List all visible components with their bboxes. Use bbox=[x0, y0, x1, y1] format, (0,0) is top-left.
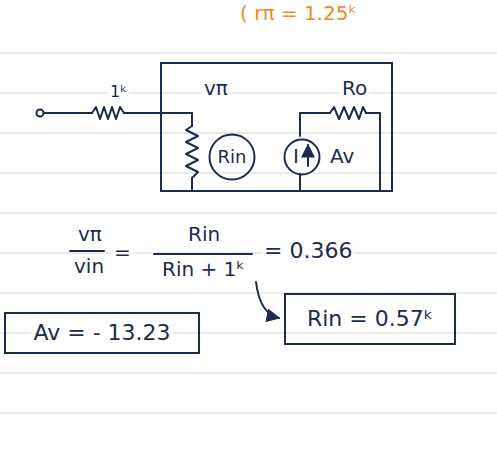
fraction-bar bbox=[70, 250, 104, 252]
rule bbox=[0, 373, 497, 374]
node-text: Av bbox=[328, 146, 356, 166]
circle-outline bbox=[285, 140, 320, 175]
current-source-circle: I bbox=[283, 138, 321, 176]
equation-marks bbox=[70, 251, 279, 318]
current-direction-arrow bbox=[307, 145, 309, 166]
input-terminal bbox=[37, 110, 44, 117]
resistor-symbol bbox=[92, 107, 124, 119]
resistor-value: 1ᵏ bbox=[108, 84, 129, 100]
node-text: Ro bbox=[340, 78, 369, 98]
ruled-lines bbox=[0, 53, 497, 413]
input-resistance-circle: Rin bbox=[208, 133, 256, 181]
rule bbox=[0, 253, 497, 254]
circle-outline bbox=[283, 138, 321, 176]
node-text: vπ bbox=[202, 78, 230, 98]
node-text: I bbox=[291, 146, 301, 166]
wire bbox=[44, 112, 92, 114]
node-text: Rin bbox=[216, 148, 249, 166]
equals-sign: = bbox=[112, 242, 133, 262]
rule bbox=[0, 93, 497, 94]
fraction-denominator: Rin + 1ᵏ bbox=[160, 259, 247, 279]
wire bbox=[366, 113, 380, 191]
rule bbox=[0, 213, 497, 214]
circuit bbox=[37, 107, 381, 191]
node-text: Rin = 0.57ᵏ bbox=[305, 308, 435, 330]
wire bbox=[191, 178, 193, 191]
rule bbox=[0, 53, 497, 54]
rule bbox=[0, 413, 497, 414]
wire bbox=[124, 112, 192, 114]
fraction-numerator: vπ bbox=[76, 224, 104, 244]
circle-outline bbox=[210, 135, 255, 180]
fraction-denominator: vin bbox=[72, 256, 106, 276]
resistor-symbol bbox=[186, 126, 198, 178]
gain-result-box: Av = - 13.23 bbox=[4, 312, 200, 354]
rule bbox=[0, 133, 497, 134]
amplifier-model-box: vπ RoAv Rin I bbox=[160, 62, 393, 192]
fraction-numerator: Rin bbox=[186, 224, 222, 244]
wire bbox=[299, 113, 301, 136]
wire bbox=[191, 113, 193, 126]
node-text: Av = - 13.23 bbox=[31, 322, 172, 344]
input-resistance-result-box: Rin = 0.57ᵏ bbox=[284, 293, 456, 345]
wire bbox=[300, 112, 330, 114]
resistor-symbol bbox=[330, 107, 366, 119]
wire bbox=[299, 174, 301, 191]
ratio-value: = 0.366 bbox=[262, 240, 354, 262]
small-signal-resistance-note: ( rπ = 1.25ᵏ bbox=[238, 3, 359, 23]
result-arrow bbox=[256, 282, 279, 318]
fraction-bar bbox=[154, 253, 252, 255]
